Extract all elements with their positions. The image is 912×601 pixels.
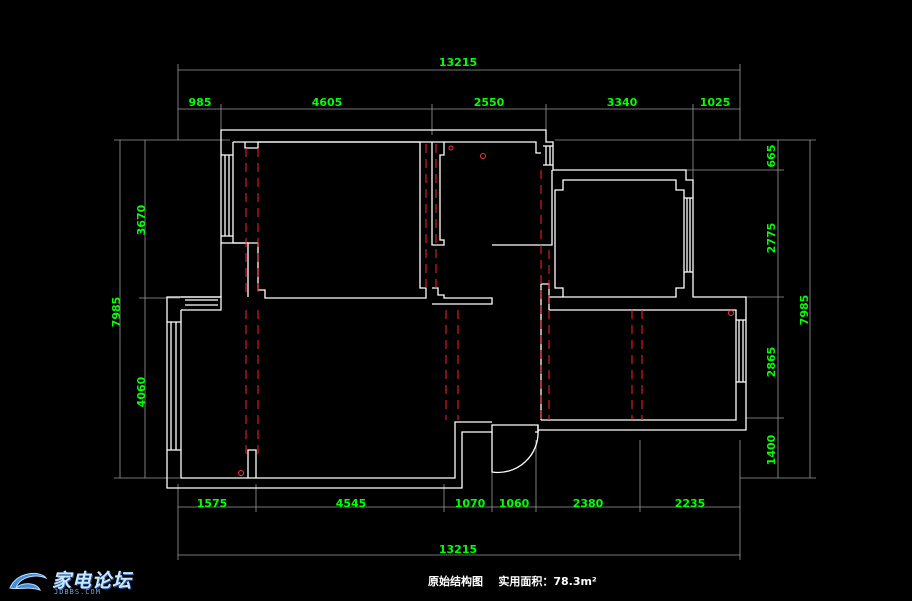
walls	[166, 129, 747, 489]
dim-right-total: 7985	[798, 295, 811, 326]
dim-bottom-4: 1060	[499, 497, 530, 510]
swirl-icon	[9, 572, 48, 591]
dimension-lines	[114, 64, 816, 560]
watermark-url: JDBBS.COM	[54, 588, 101, 596]
upper-left-room	[232, 141, 427, 299]
dim-left-total: 7985	[110, 297, 123, 328]
dim-top-1: 985	[189, 96, 212, 109]
dim-right-4: 1400	[765, 434, 778, 465]
caption-area-unit: m²	[580, 575, 597, 588]
dim-right-3: 2865	[765, 347, 778, 378]
dim-top-3: 2550	[474, 96, 505, 109]
dim-top-total: 13215	[439, 56, 477, 69]
beam-lines	[245, 144, 643, 460]
dimension-labels: 13215 985 4605 2550 3340 1025 1575 4545 …	[110, 56, 811, 556]
dim-bottom-total: 13215	[439, 543, 477, 556]
dim-top-5: 1025	[700, 96, 731, 109]
plan-caption: 原始结构图 实用面积：78.3m²	[428, 573, 597, 589]
dim-bottom-1: 1575	[197, 497, 228, 510]
dim-bottom-2: 4545	[336, 497, 367, 510]
pipe-marker	[448, 145, 454, 151]
caption-area-value: 78.3	[553, 575, 581, 588]
pipe-marker	[480, 153, 486, 159]
dim-bottom-6: 2235	[675, 497, 706, 510]
dim-right-2: 2775	[765, 223, 778, 254]
watermark-name: 家电论坛	[52, 570, 133, 592]
dim-right-1: 665	[765, 145, 778, 168]
pipe-marker	[238, 470, 244, 476]
entry-door	[491, 429, 539, 474]
watermark-logo: 家电论坛 JDBBS.COM	[6, 566, 156, 598]
outer-wall	[166, 129, 747, 489]
dim-bottom-3: 1070	[455, 497, 486, 510]
dim-left-2: 4060	[135, 376, 148, 407]
dim-bottom-5: 2380	[573, 497, 604, 510]
pipe-marker	[728, 310, 734, 316]
caption-area-label: 实用面积：	[498, 575, 554, 588]
dim-left-1: 3670	[135, 204, 148, 235]
caption-title: 原始结构图	[428, 575, 483, 588]
upper-right-room	[554, 179, 685, 298]
dim-top-2: 4605	[312, 96, 343, 109]
dim-top-4: 3340	[607, 96, 638, 109]
